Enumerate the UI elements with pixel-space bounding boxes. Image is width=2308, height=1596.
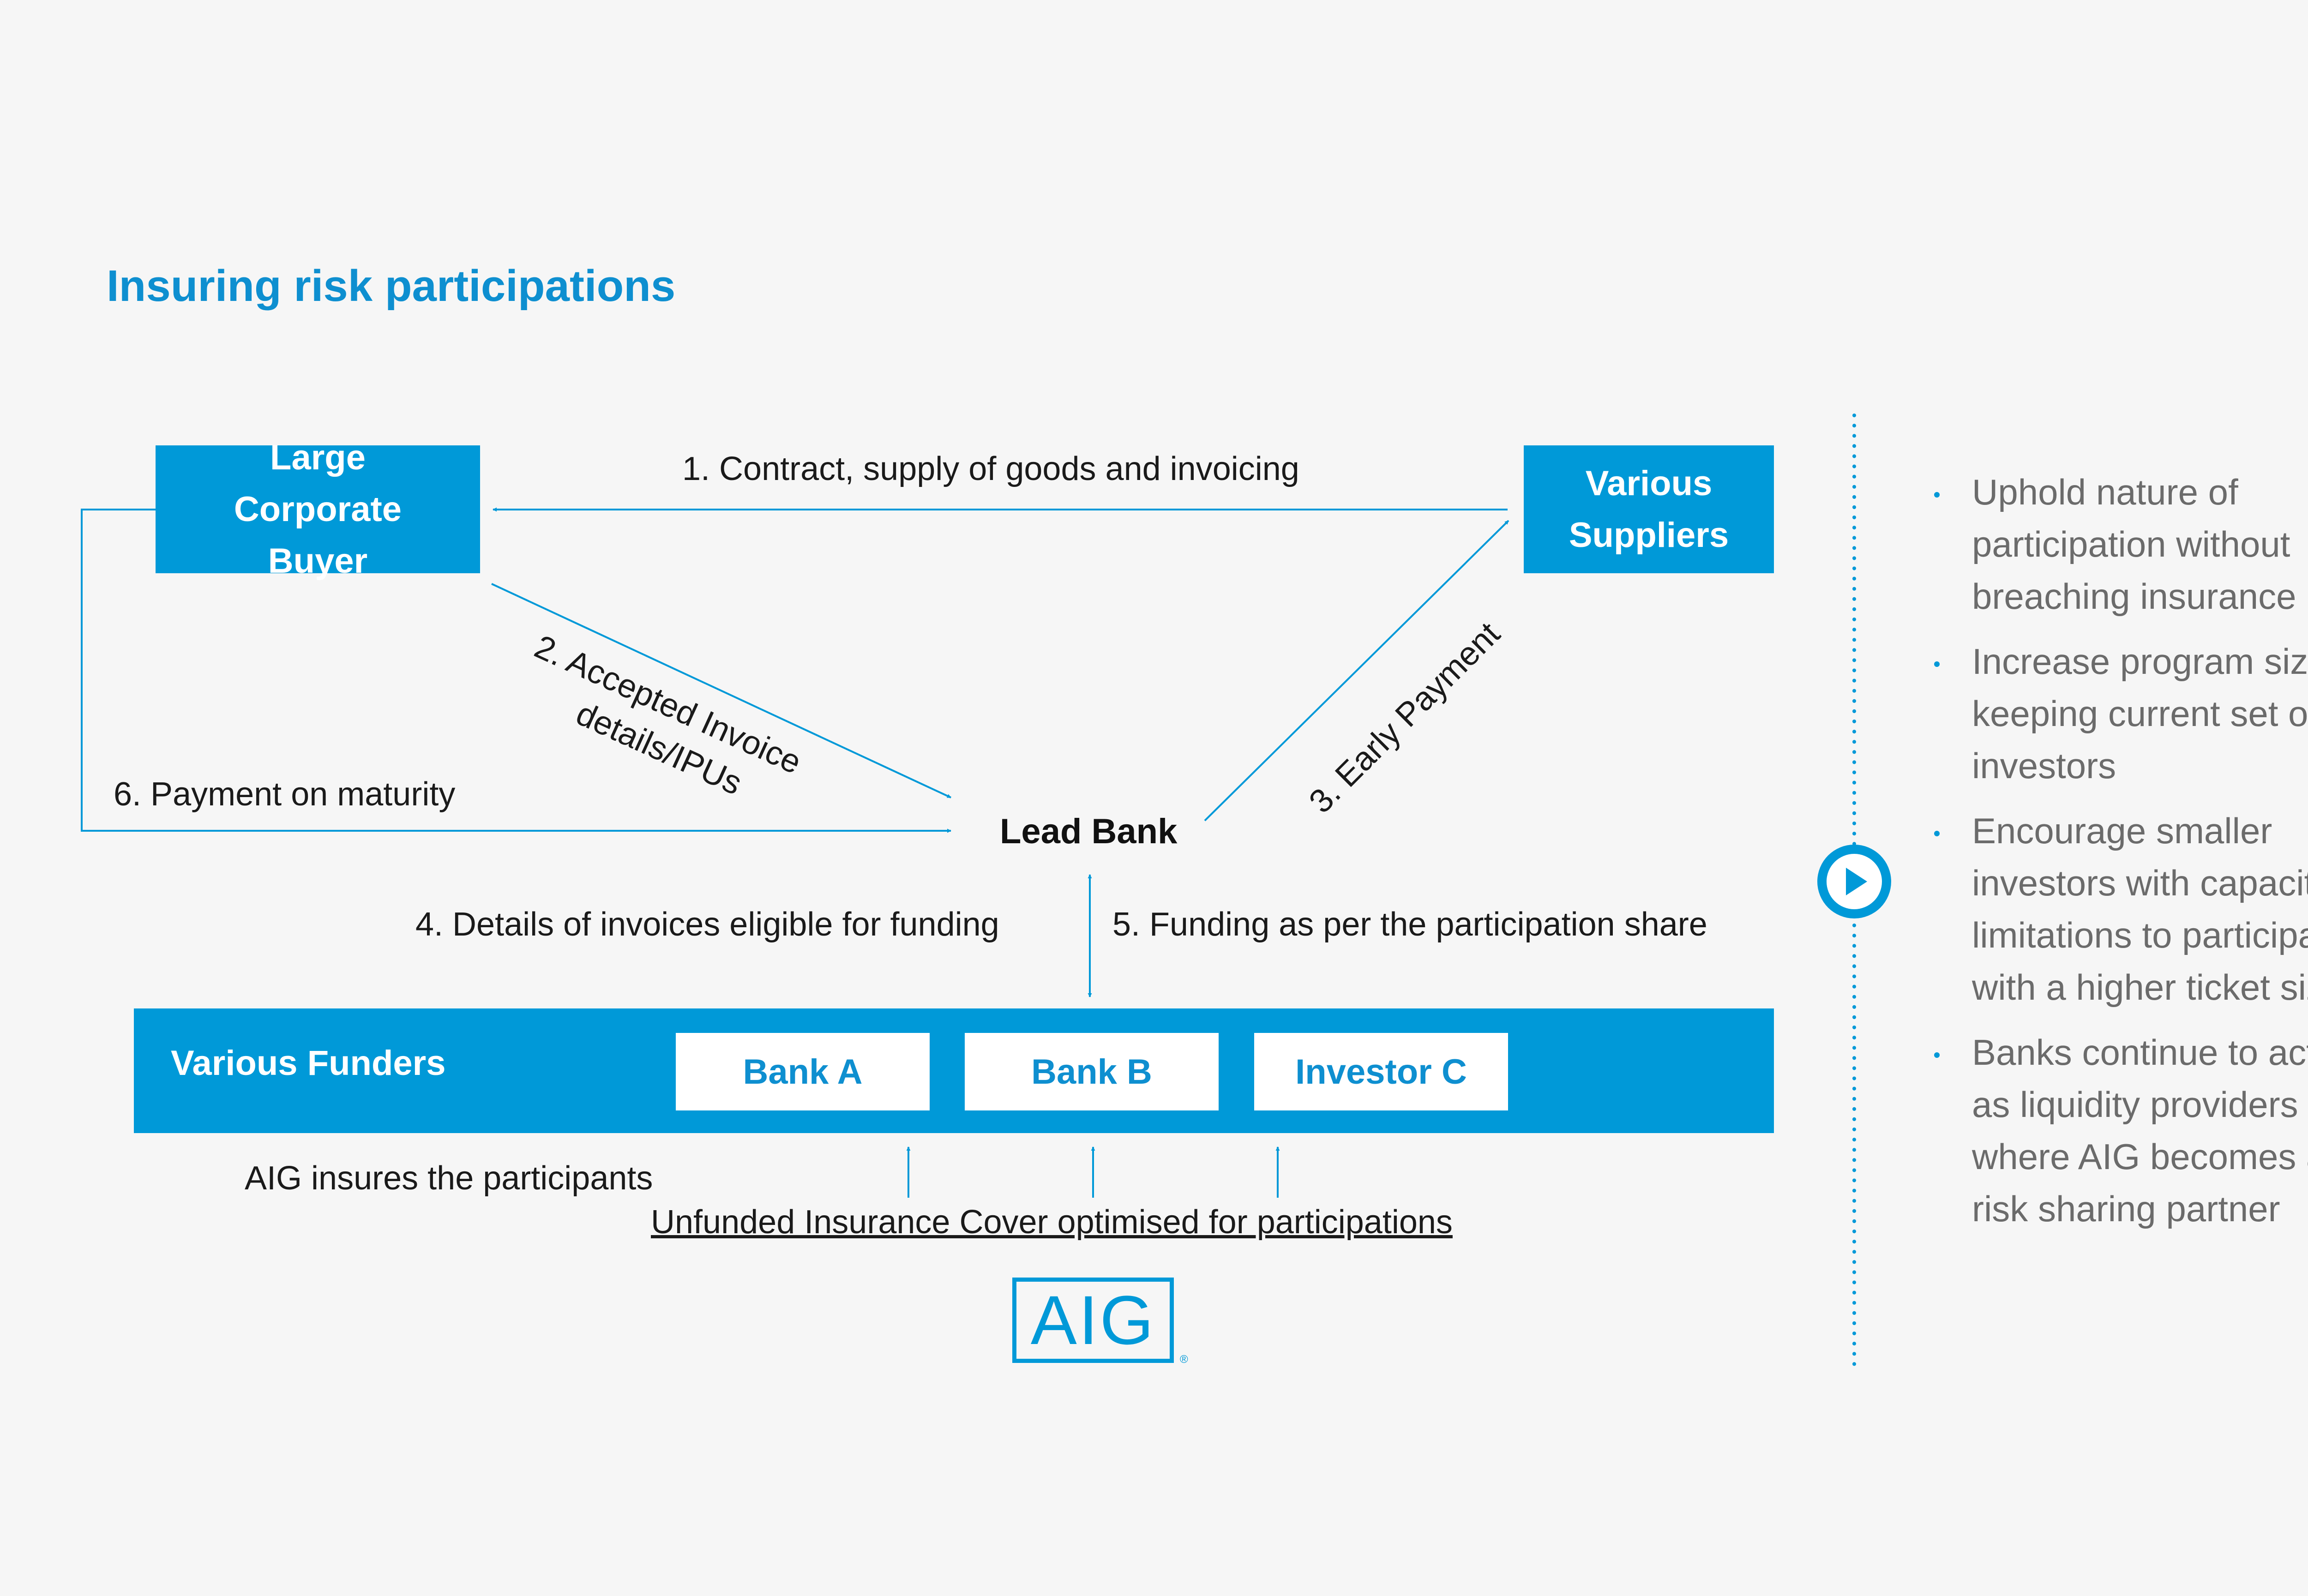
bullet-dot-icon [1934, 661, 1940, 667]
step-5-label: 5. Funding as per the participation shar… [1112, 906, 1707, 943]
bullet-dot-icon [1934, 831, 1940, 836]
bullet-text: Increase program size keeping current se… [1972, 641, 2308, 786]
list-item: Increase program size keeping current se… [1934, 636, 2308, 792]
play-triangle-icon [1827, 854, 1882, 909]
large-corporate-buyer-label: Large Corporate Buyer [234, 438, 402, 581]
step-6-label: 6. Payment on maturity [114, 776, 456, 813]
bullet-text: Uphold nature of participation without b… [1972, 472, 2296, 617]
bank-b-box: Bank B [965, 1033, 1219, 1110]
bullet-text: Banks continue to act as liquidity provi… [1972, 1032, 2308, 1229]
aig-logo: AIG [1012, 1278, 1174, 1363]
play-icon[interactable] [1817, 845, 1891, 918]
aig-logo-text: AIG [1030, 1281, 1156, 1359]
list-item: Uphold nature of participation without b… [1934, 466, 2308, 623]
arrow-accepted-invoice [491, 583, 951, 798]
investor-c-box: Investor C [1254, 1033, 1508, 1110]
aig-insures-label: AIG insures the participants [245, 1160, 653, 1197]
bank-a-box: Bank A [676, 1033, 930, 1110]
bullet-text: Encourage smaller investors with capacit… [1972, 810, 2308, 1008]
various-suppliers-label: Various Suppliers [1569, 463, 1729, 555]
list-item: Encourage smaller investors with capacit… [1934, 805, 2308, 1014]
bullet-dot-icon [1934, 1052, 1940, 1058]
various-funders-label: Various Funders [171, 1044, 446, 1083]
various-suppliers-box: Various Suppliers [1524, 445, 1774, 573]
lead-bank-label: Lead Bank [1000, 812, 1178, 851]
insurance-cover-label: Unfunded Insurance Cover optimised for p… [651, 1204, 1453, 1241]
bullet-dot-icon [1934, 492, 1940, 498]
benefits-list: Uphold nature of participation without b… [1934, 466, 2308, 1248]
registered-mark: ® [1180, 1353, 1188, 1366]
page-title: Insuring risk participations [107, 261, 676, 311]
step-1-label: 1. Contract, supply of goods and invoici… [682, 450, 1299, 487]
large-corporate-buyer-box: Large Corporate Buyer [156, 438, 480, 581]
list-item: Banks continue to act as liquidity provi… [1934, 1026, 2308, 1235]
arrow-payment-maturity [81, 509, 951, 833]
arrow-early-payment [1204, 520, 1509, 822]
step-4-label: 4. Details of invoices eligible for fund… [415, 906, 999, 943]
